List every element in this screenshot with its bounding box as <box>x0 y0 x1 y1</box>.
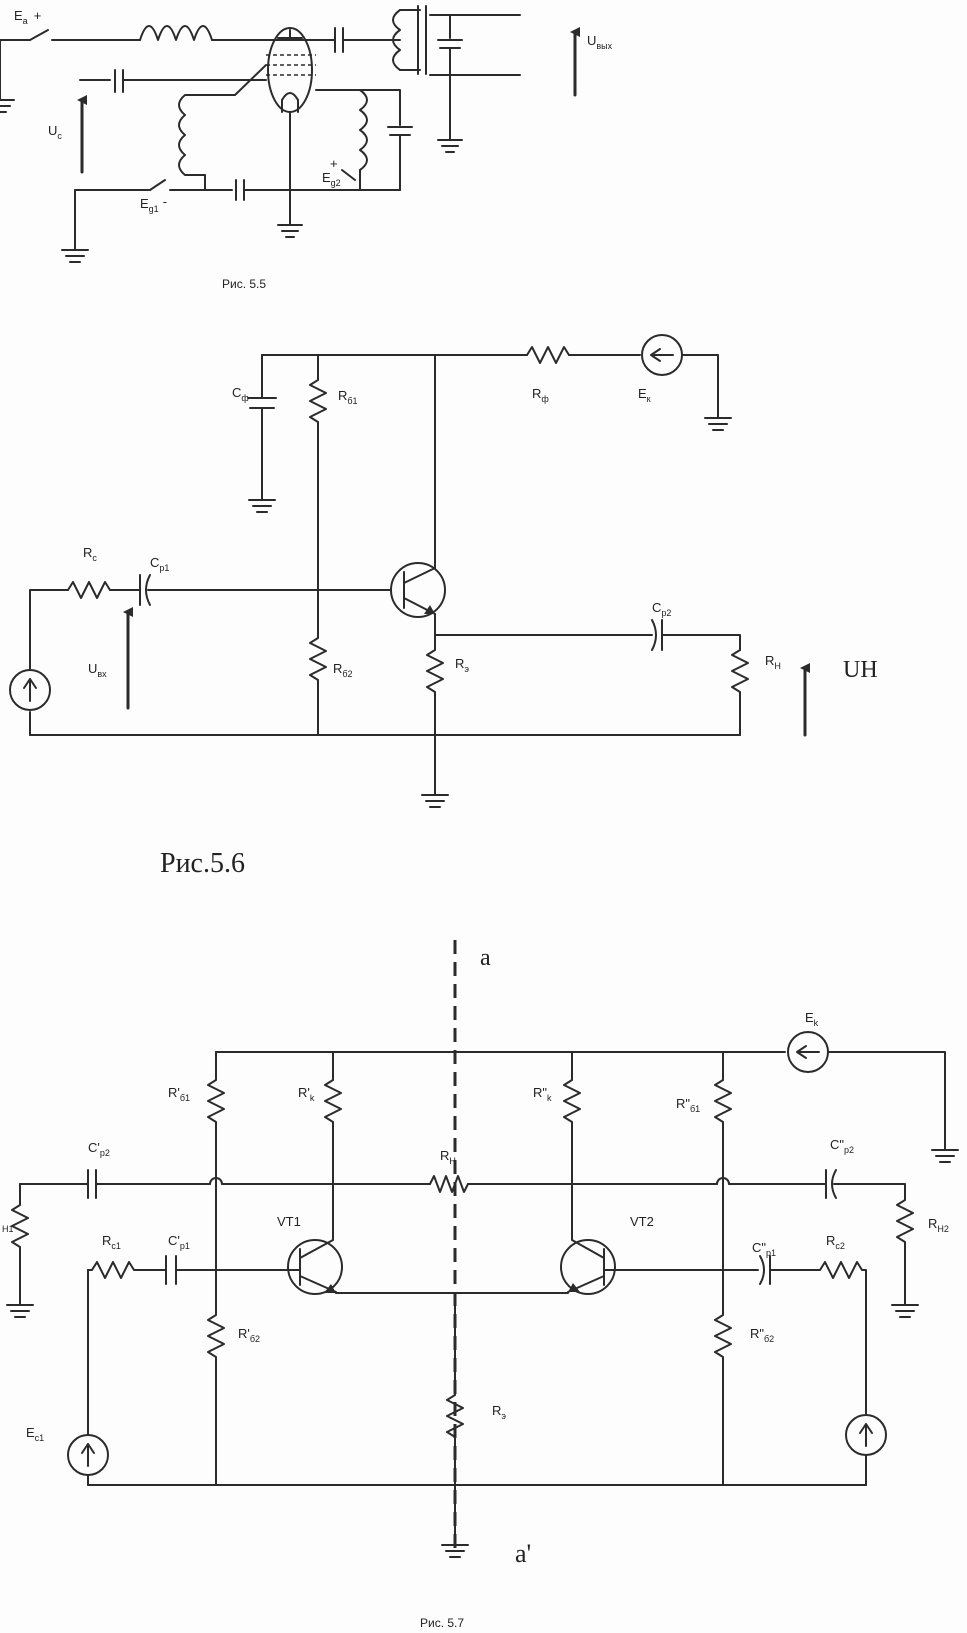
label-rh1: H1 <box>2 1224 14 1234</box>
label-cp2: Cp2 <box>652 600 671 618</box>
label-rb1-double-prime: R"б1 <box>676 1096 700 1114</box>
label-rc: Rc <box>83 545 97 563</box>
label-rf: Rф <box>532 386 549 404</box>
label-cp1-double-prime: C"p1 <box>752 1240 776 1258</box>
axis-label-a: a <box>480 945 491 971</box>
label-re: Rэ <box>455 656 469 674</box>
label-cp1-prime: C'p1 <box>168 1233 190 1251</box>
caption-fig-5-7: Рис. 5.7 <box>420 1616 464 1630</box>
label-ec1: Ec1 <box>26 1425 44 1443</box>
label-rk-prime: R'k <box>298 1085 315 1103</box>
label-eg1: Eg1- <box>140 194 167 214</box>
label-rb2: Rб2 <box>333 661 353 679</box>
label-rb2-prime: R'б2 <box>238 1326 260 1344</box>
figure-5-5: Ea+ Uc Eg1- + Eg2 Uвых Рис. 5.5 <box>0 5 613 291</box>
axis-label-a-prime: a' <box>515 1539 531 1568</box>
figure-5-7: a a' <box>2 940 959 1630</box>
label-uvx: Uвх <box>88 661 107 679</box>
label-rh: RH <box>440 1148 456 1166</box>
label-ek: Eк <box>638 386 651 404</box>
label-vt1: VT1 <box>277 1214 301 1229</box>
label-cp2-prime: C'p2 <box>88 1140 110 1158</box>
label-rb1: Rб1 <box>338 388 358 406</box>
label-rh2: RH2 <box>928 1216 949 1234</box>
label-rb2-double-prime: R"б2 <box>750 1326 774 1344</box>
label-re: Rэ <box>492 1403 506 1421</box>
label-eg2-sign: + <box>330 156 338 171</box>
label-rb1-prime: R'б1 <box>168 1085 190 1103</box>
label-rc2: Rc2 <box>826 1233 845 1251</box>
label-uvyh: Uвых <box>587 33 613 51</box>
label-vt2: VT2 <box>630 1214 654 1229</box>
label-ea: Ea+ <box>14 8 41 26</box>
label-rc1: Rc1 <box>102 1233 121 1251</box>
label-rn: RН <box>765 653 781 671</box>
label-cf: Cф <box>232 385 249 403</box>
caption-fig-5-5: Рис. 5.5 <box>222 277 266 291</box>
label-ek: Ek <box>805 1010 819 1028</box>
label-cp2-double-prime: C"p2 <box>830 1137 854 1155</box>
figure-5-6: Cф Rб1 Rф Eк Rc Cp1 Uвх Rб2 Rэ Cp2 RН UН… <box>9 334 878 879</box>
caption-fig-5-6: Рис.5.6 <box>160 848 245 879</box>
label-un: UН <box>843 657 878 683</box>
label-eg2: Eg2 <box>322 170 341 188</box>
label-cp1: Cp1 <box>150 555 169 573</box>
label-rk-double-prime: R"k <box>533 1085 552 1103</box>
label-uc: Uc <box>48 123 62 141</box>
